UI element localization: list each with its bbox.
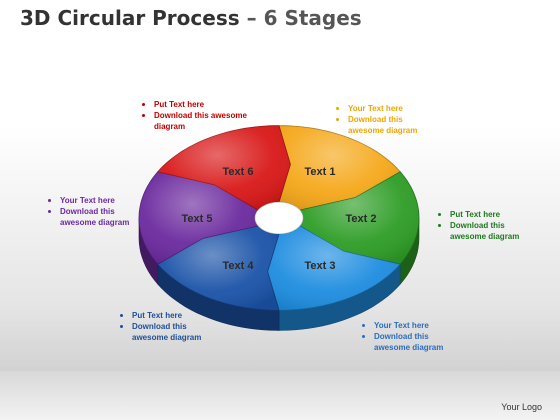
callout-line: Your Text here: [334, 103, 434, 114]
callout-line: Download this awesome diagram: [140, 110, 250, 132]
segment-label: Text 3: [305, 260, 336, 272]
footer-logo-text: Your Logo: [501, 402, 542, 412]
callout-bottom-left: Put Text here Download this awesome diag…: [118, 310, 218, 343]
callout-line: Download this awesome diagram: [334, 114, 434, 136]
callout-line: Your Text here: [46, 195, 146, 206]
callout-line: Download this awesome diagram: [436, 220, 536, 242]
callout-top-right: Your Text here Download this awesome dia…: [334, 103, 434, 136]
callout-left: Your Text here Download this awesome dia…: [46, 195, 146, 228]
segment-stage-5: [138, 171, 259, 265]
segment-stage-3: [267, 225, 401, 311]
segment-highlight: [139, 171, 259, 265]
segment-highlight: [157, 125, 291, 211]
segment-label: Text 4: [223, 260, 255, 272]
segment-label: Text 5: [182, 213, 213, 225]
segment-label: Text 2: [346, 213, 377, 225]
callout-line: Put Text here: [140, 99, 250, 110]
segment-label: Text 6: [223, 166, 254, 178]
callout-line: Your Text here: [360, 320, 460, 331]
callout-top-left: Put Text here Download this awesome diag…: [140, 99, 250, 132]
callout-right: Put Text here Download this awesome diag…: [436, 209, 536, 242]
segment-highlight: [299, 171, 419, 265]
callout-line: Put Text here: [118, 310, 218, 321]
segment-label: Text 1: [305, 166, 336, 178]
ring-labels: Text 1 Text 2 Text 3 Text 4 Text 5 Text 6: [182, 166, 377, 272]
page-title: 3D Circular Process – 6 Stages: [20, 6, 362, 30]
title-main: 3D Circular Process: [20, 6, 240, 30]
callout-bottom-right: Your Text here Download this awesome dia…: [360, 320, 460, 353]
callout-line: Download this awesome diagram: [46, 206, 146, 228]
segment-highlight: [267, 225, 401, 311]
center-hole: [254, 201, 304, 235]
title-subtitle: – 6 Stages: [246, 6, 362, 30]
callout-line: Download this awesome diagram: [360, 331, 460, 353]
ring-top-faces: [138, 125, 420, 311]
callout-line: Download this awesome diagram: [118, 321, 218, 343]
floor-shadow: [0, 371, 560, 420]
callout-line: Put Text here: [436, 209, 536, 220]
